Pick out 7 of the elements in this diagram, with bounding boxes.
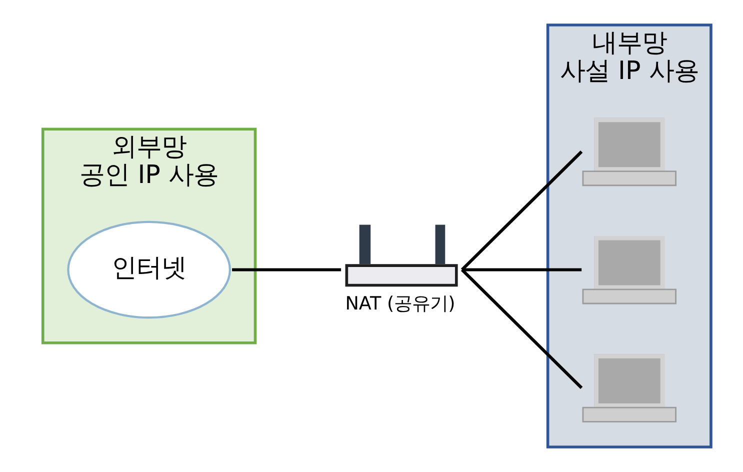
connector [460, 268, 582, 389]
cluster: 내부망 사설 IP 사용 [546, 24, 712, 448]
connector [462, 268, 582, 272]
node-label: NAT (공유기) [344, 294, 455, 315]
connector [460, 150, 582, 271]
connector [232, 268, 341, 272]
node-ellipse: 인터넷 [66, 220, 230, 319]
